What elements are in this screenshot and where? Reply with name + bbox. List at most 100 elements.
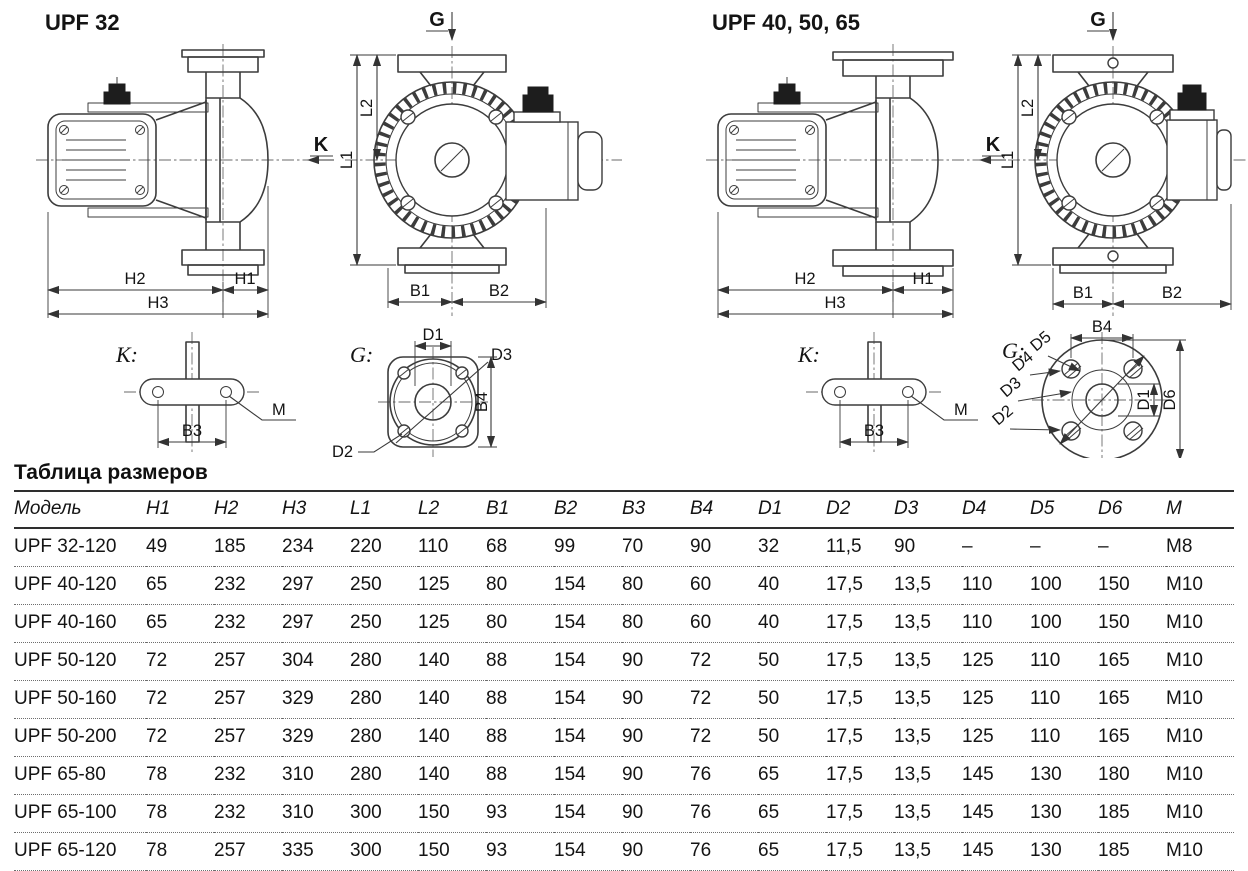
- dimension-cell: M10: [1166, 718, 1234, 757]
- dimension-b4: B4: [1070, 318, 1134, 358]
- dimension-cell: 232: [214, 604, 282, 643]
- dimension-label: B3: [182, 422, 202, 440]
- dimension-l1-l2: L1 L2: [338, 54, 396, 266]
- model-cell: UPF 65-120: [14, 832, 146, 871]
- dimension-cell: 280: [350, 642, 418, 681]
- column-header: D1: [758, 498, 783, 519]
- cable-gland: [773, 77, 801, 105]
- model-cell: UPF 40-120: [14, 566, 146, 605]
- dimension-d6: D6: [1102, 339, 1186, 458]
- dimension-cell: 100: [1030, 566, 1098, 605]
- dimension-cell: –: [962, 528, 1030, 567]
- column-header: B1: [486, 498, 510, 519]
- dimension-label: H2: [794, 270, 815, 288]
- motor-body: [47, 102, 209, 218]
- motor-body: [717, 102, 879, 218]
- dimension-cell: 99: [554, 528, 622, 567]
- dimension-label: L2: [1019, 99, 1037, 117]
- dimension-cell: 50: [758, 718, 826, 757]
- dimension-cell: 93: [486, 794, 554, 833]
- view-arrow-g-icon: G: [1087, 9, 1118, 41]
- dimension-cell: 154: [554, 756, 622, 795]
- dimension-cell: M10: [1166, 756, 1234, 795]
- dimension-cell: 110: [1030, 642, 1098, 681]
- pump-housing: [825, 51, 954, 277]
- dimension-cell: 100: [1030, 604, 1098, 643]
- dimension-cell: 88: [486, 718, 554, 757]
- dimension-cell: 80: [622, 566, 690, 605]
- column-header: H1: [146, 498, 171, 519]
- dimension-cell: 90: [622, 794, 690, 833]
- dimension-cell: 90: [690, 528, 758, 567]
- dimension-cell: 165: [1098, 642, 1166, 681]
- dimension-cell: 165: [1098, 680, 1166, 719]
- dimension-label: D2: [989, 402, 1017, 429]
- dimension-cell: 150: [418, 832, 486, 871]
- dimension-cell: 280: [350, 756, 418, 795]
- dimension-cell: 185: [214, 528, 282, 567]
- dimension-cell: 90: [622, 718, 690, 757]
- dimension-label: D1: [422, 326, 443, 344]
- detail-title-k: K:: [797, 342, 820, 367]
- dimension-cell: 72: [146, 642, 214, 681]
- dimension-label: D3: [491, 346, 512, 364]
- dimension-cell: 257: [214, 642, 282, 681]
- dimension-cell: 78: [146, 756, 214, 795]
- dimension-cell: M10: [1166, 604, 1234, 643]
- dimension-cell: 154: [554, 566, 622, 605]
- model-cell: UPF 40-160: [14, 604, 146, 643]
- dimension-cell: 72: [690, 642, 758, 681]
- upf32-g-detail: G: D3 D1 B4 D2: [332, 326, 512, 458]
- dimension-l1-l2: L1 L2: [999, 54, 1051, 266]
- dimension-cell: 80: [486, 604, 554, 643]
- dimension-h2-h1-h3: H2 H1 H3: [47, 186, 269, 319]
- dimension-cell: 65: [758, 794, 826, 833]
- dimension-cell: 13,5: [894, 756, 962, 795]
- dimension-cell: 76: [690, 756, 758, 795]
- dimension-cell: 13,5: [894, 680, 962, 719]
- column-header: D2: [826, 498, 851, 519]
- dimension-cell: 40: [758, 566, 826, 605]
- dimension-cell: 140: [418, 718, 486, 757]
- model-cell: UPF 65-100: [14, 794, 146, 833]
- dimension-cell: 150: [418, 794, 486, 833]
- pump-housing: [155, 49, 269, 276]
- dimension-cell: 72: [690, 718, 758, 757]
- dimension-cell: 304: [282, 642, 350, 681]
- upf405065-front-view: G: [999, 9, 1246, 316]
- column-header: D4: [962, 498, 987, 519]
- dimension-cell: 300: [350, 794, 418, 833]
- dimension-cell: 80: [486, 566, 554, 605]
- dimension-cell: 154: [554, 642, 622, 681]
- dimension-cell: 154: [554, 680, 622, 719]
- dimension-label: B1: [410, 282, 430, 300]
- dimension-cell: 130: [1030, 756, 1098, 795]
- dimension-cell: 232: [214, 756, 282, 795]
- dimension-cell: 11,5: [826, 528, 894, 567]
- dimension-label: L2: [358, 99, 376, 117]
- dimension-cell: 140: [418, 680, 486, 719]
- upf405065-g-detail: G: B4 D1 D6 D5 D4 D3: [989, 318, 1186, 458]
- detail-title-k: K:: [115, 342, 138, 367]
- dimension-label: D3: [997, 374, 1025, 401]
- dimension-label: B3: [864, 422, 884, 440]
- dimension-label: B2: [489, 282, 509, 300]
- dimension-cell: M10: [1166, 794, 1234, 833]
- dimension-cell: 310: [282, 756, 350, 795]
- dimension-cell: 250: [350, 604, 418, 643]
- drawing-title-upf405065: UPF 40, 50, 65: [712, 10, 860, 35]
- dimension-cell: 13,5: [894, 642, 962, 681]
- dimension-cell: 310: [282, 794, 350, 833]
- dimension-d1: D1: [1118, 383, 1160, 417]
- dimension-cell: 185: [1098, 794, 1166, 833]
- view-arrow-k-icon: K: [307, 134, 334, 165]
- dimension-label: L1: [999, 151, 1017, 169]
- table-title: Таблица размеров: [14, 461, 208, 484]
- column-header: M: [1166, 498, 1182, 519]
- column-header: D6: [1098, 498, 1123, 519]
- dimension-label: H3: [824, 294, 845, 312]
